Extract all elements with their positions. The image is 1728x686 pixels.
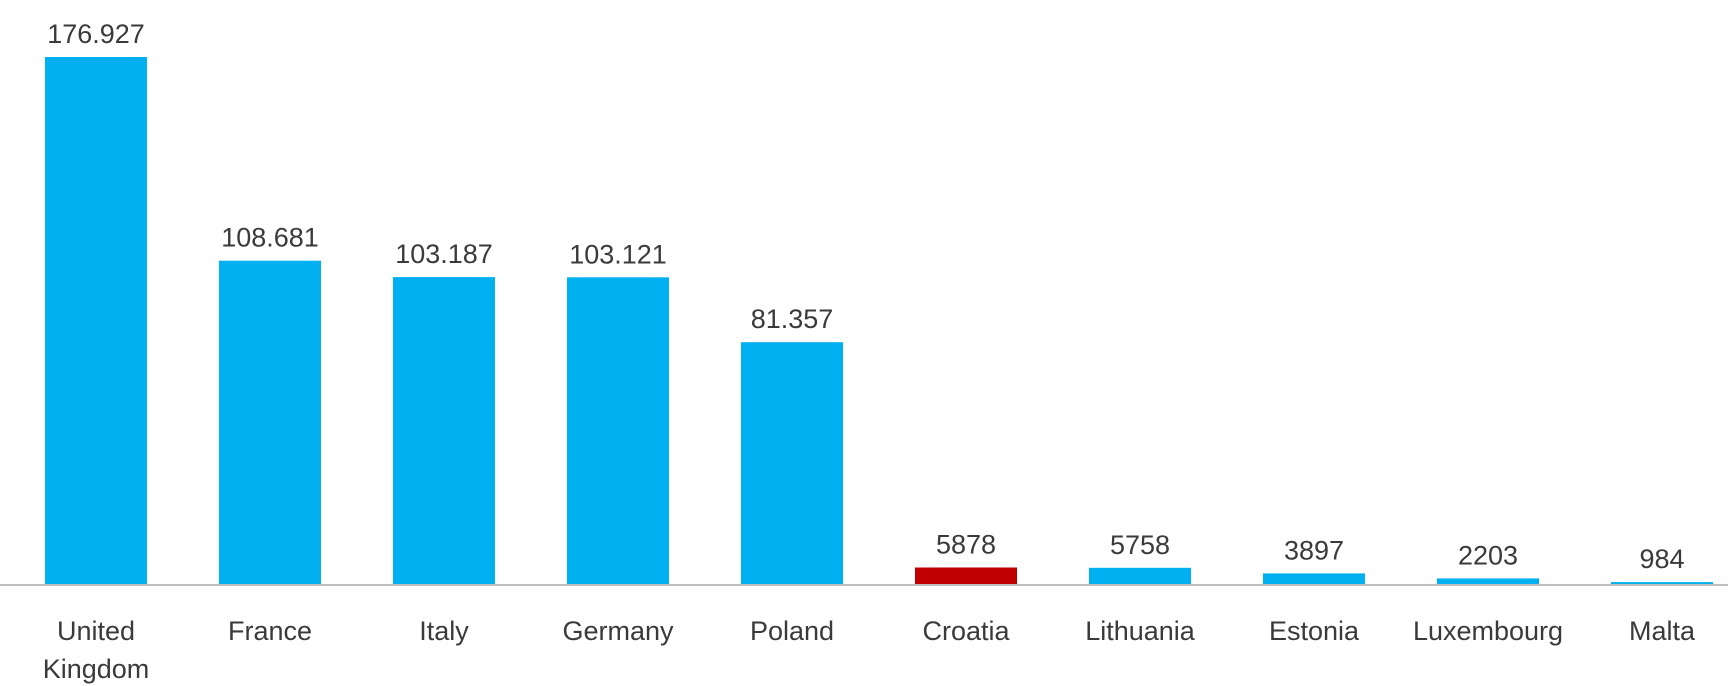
data-label: 176.927 [47,19,145,49]
category-label: Lithuania [1085,616,1196,646]
category-label: Poland [750,616,834,646]
data-label: 5878 [936,530,996,560]
category-label-line: Croatia [922,616,1010,646]
category-label-line: Malta [1629,616,1696,646]
category-label-line: Germany [562,616,674,646]
data-label: 984 [1639,544,1684,574]
bar-luxembourg [1437,578,1539,585]
category-label: Luxembourg [1413,616,1563,646]
bar-germany [567,277,669,585]
category-label: Italy [419,616,469,646]
data-label: 3897 [1284,535,1344,565]
category-label-line: Lithuania [1085,616,1196,646]
category-label-line: Italy [419,616,469,646]
data-label: 108.681 [221,223,319,253]
category-label-line: Estonia [1269,616,1360,646]
data-label: 103.121 [569,239,667,269]
category-label: Germany [562,616,674,646]
category-label-line: France [228,616,312,646]
bar-poland [741,342,843,585]
category-label-line: Poland [750,616,834,646]
category-label-line: Luxembourg [1413,616,1563,646]
bar-estonia [1263,573,1365,585]
data-label: 103.187 [395,239,493,269]
data-labels-layer: 176.927 108.681 103.187 103.121 81.357 5878 57… [47,19,1684,574]
data-label: 81.357 [751,304,834,334]
bar-united-kingdom [45,57,147,585]
bar-malta [1611,582,1713,585]
category-label: Estonia [1269,616,1360,646]
category-label: Malta [1629,616,1696,646]
bar-croatia [915,567,1017,585]
category-label: Croatia [922,616,1010,646]
data-label: 2203 [1458,540,1518,570]
data-label: 5758 [1110,530,1170,560]
bars-layer [45,57,1713,585]
category-label: France [228,616,312,646]
bar-france [219,260,321,585]
category-label-line: Kingdom [43,654,150,684]
category-label-line: United [57,616,135,646]
bar-lithuania [1089,567,1191,585]
bar-italy [393,277,495,585]
